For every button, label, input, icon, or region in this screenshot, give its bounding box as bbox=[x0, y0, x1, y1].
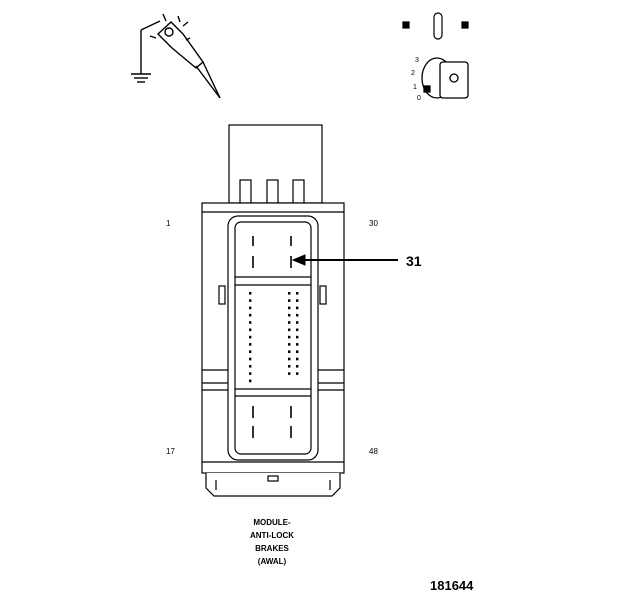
small-terminal bbox=[249, 365, 252, 368]
pin-label-1: 1 bbox=[166, 219, 171, 228]
figure-id: 181644 bbox=[430, 578, 474, 593]
pin-label-30: 30 bbox=[369, 219, 378, 228]
small-terminal bbox=[249, 350, 252, 353]
small-terminal bbox=[288, 292, 291, 295]
small-terminal bbox=[296, 343, 299, 346]
small-terminal bbox=[249, 306, 252, 310]
small-terminal bbox=[249, 372, 252, 375]
small-terminal bbox=[288, 299, 291, 302]
small-terminal bbox=[288, 321, 291, 324]
pin-label-48: 48 bbox=[369, 447, 378, 456]
small-terminal bbox=[288, 328, 291, 332]
small-terminal bbox=[249, 299, 252, 302]
small-terminal bbox=[249, 313, 252, 317]
small-terminal bbox=[296, 357, 299, 361]
small-terminal bbox=[296, 365, 299, 368]
key-position-3: 3 bbox=[415, 57, 419, 64]
small-terminal bbox=[296, 350, 299, 353]
ignition-key-icon bbox=[421, 57, 469, 99]
key-position-1: 1 bbox=[413, 84, 417, 91]
small-terminal bbox=[288, 365, 291, 368]
key-position-2: 2 bbox=[411, 70, 415, 77]
small-terminal bbox=[249, 357, 252, 361]
small-terminal bbox=[296, 292, 299, 295]
module-caption: MODULE- ANTI-LOCK BRAKES (AWAL) bbox=[222, 516, 322, 568]
callout-arrow bbox=[291, 254, 398, 266]
pin-label-17: 17 bbox=[166, 447, 175, 456]
small-terminals bbox=[249, 292, 299, 383]
small-terminal bbox=[296, 313, 299, 317]
small-terminal bbox=[249, 292, 252, 295]
small-terminal bbox=[249, 321, 252, 324]
small-terminal bbox=[296, 299, 299, 302]
ignition-on-symbol-icon bbox=[402, 12, 469, 40]
test-probe-ground-icon bbox=[131, 13, 221, 99]
small-terminal bbox=[296, 306, 299, 310]
large-terminals bbox=[252, 236, 292, 438]
small-terminal bbox=[288, 357, 291, 361]
caption-line: (AWAL) bbox=[257, 557, 287, 566]
small-terminal bbox=[296, 328, 299, 332]
small-terminal bbox=[288, 343, 291, 346]
small-terminal bbox=[296, 372, 299, 375]
caption-line: BRAKES bbox=[255, 544, 289, 553]
small-terminal bbox=[249, 335, 252, 339]
small-terminal bbox=[296, 321, 299, 324]
small-terminal bbox=[249, 379, 252, 383]
connector-body bbox=[201, 124, 345, 497]
caption-line: MODULE- bbox=[253, 518, 291, 527]
small-terminal bbox=[296, 335, 299, 339]
small-terminal bbox=[288, 335, 291, 339]
small-terminal bbox=[249, 328, 252, 332]
small-terminal bbox=[288, 313, 291, 317]
small-terminal bbox=[249, 343, 252, 346]
key-position-0: 0 bbox=[417, 95, 421, 102]
small-terminal bbox=[288, 350, 291, 353]
small-terminal bbox=[288, 306, 291, 310]
callout-number: 31 bbox=[406, 253, 422, 269]
small-terminal bbox=[288, 372, 291, 375]
caption-line: ANTI-LOCK bbox=[250, 531, 294, 540]
